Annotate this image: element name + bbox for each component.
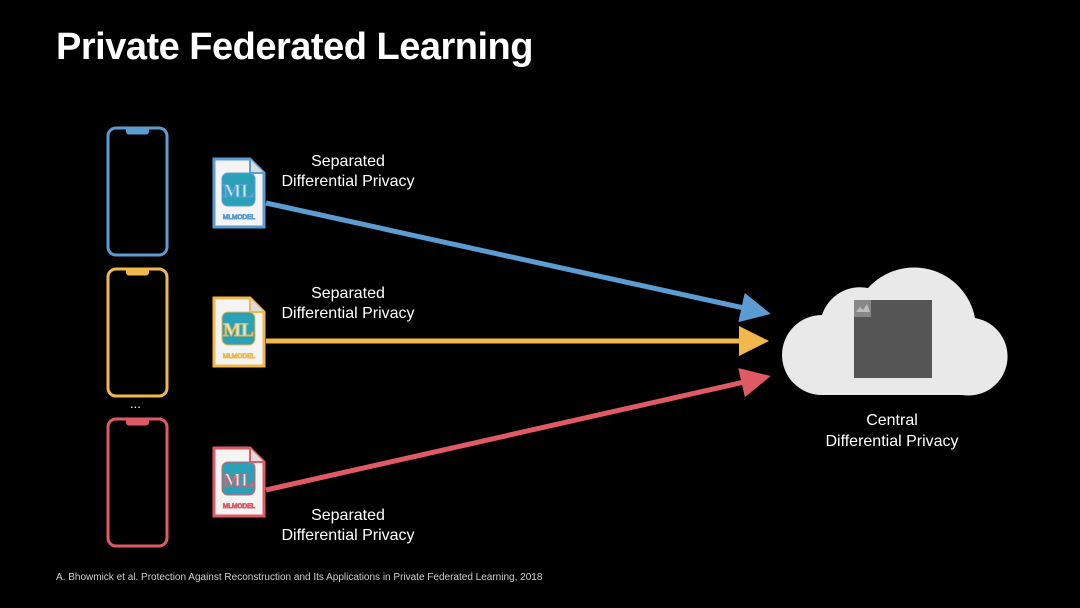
arrow-label-line1: Separated — [311, 153, 385, 170]
phone-yellow-icon — [106, 267, 169, 398]
cloud-label-line2: Differential Privacy — [825, 433, 959, 450]
citation: A. Bhowmick et al. Protection Against Re… — [56, 572, 543, 583]
arrow-label-line1: Separated — [311, 507, 385, 524]
arrow-label-red: Separated Differential Privacy — [248, 506, 448, 546]
phone-blue-icon — [106, 126, 169, 257]
slide-title: Private Federated Learning — [56, 26, 533, 68]
arrow-blue — [265, 200, 771, 323]
phone-red-icon — [106, 417, 169, 548]
more-devices-ellipsis: ... — [130, 396, 141, 411]
arrow-label-line1: Separated — [311, 285, 385, 302]
cloud-icon — [782, 267, 1008, 396]
arrow-label-line2: Differential Privacy — [281, 527, 415, 544]
cloud-label-line1: Central — [866, 412, 918, 429]
arrow-label-line2: Differential Privacy — [281, 173, 415, 190]
arrow-label-blue: Separated Differential Privacy — [248, 152, 448, 192]
arrow-label-yellow: Separated Differential Privacy — [248, 284, 448, 324]
cloud-label: Central Differential Privacy — [792, 410, 992, 452]
arrow-red — [265, 367, 771, 493]
arrow-label-line2: Differential Privacy — [281, 305, 415, 322]
